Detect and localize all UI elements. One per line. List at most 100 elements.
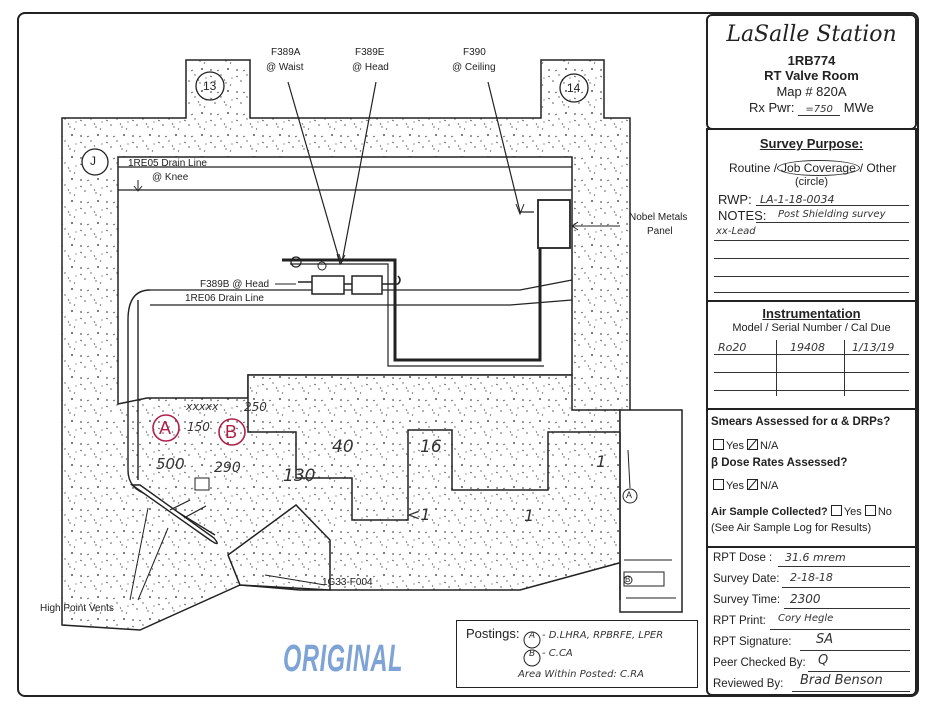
instrumentation-header: Model / Serial Number / Cal Due bbox=[732, 322, 891, 334]
rpt-print-value: Cory Hegle bbox=[778, 613, 834, 624]
node-14-label: 14 bbox=[567, 81, 581, 95]
rpt-dose-label: RPT Dose : bbox=[713, 552, 773, 564]
survey-time-label: Survey Time: bbox=[713, 594, 781, 606]
postings-box bbox=[456, 620, 698, 688]
posting-a-text: - D.LHRA, RPBRFE, LPER bbox=[542, 630, 664, 641]
dose-40: 40 bbox=[332, 437, 354, 457]
valve-1g33-label: 1G33-F004 bbox=[322, 577, 373, 588]
nobel-panel-label-1: Nobel Metals bbox=[629, 212, 688, 223]
survey-date-label: Survey Date: bbox=[713, 573, 780, 585]
smears-na-label: N/A bbox=[760, 440, 779, 452]
map-number: Map # 820A bbox=[776, 84, 847, 99]
f389a-location: @ Waist bbox=[266, 62, 304, 73]
area-posted-text: Area Within Posted: C.RA bbox=[518, 669, 644, 680]
f389e-location: @ Head bbox=[352, 62, 389, 73]
circle-instruction: (circle) bbox=[795, 176, 828, 188]
smears-na-checkbox[interactable] bbox=[747, 439, 759, 450]
high-point-vents-label: High Point Vents bbox=[40, 603, 114, 614]
smears-yes-checkbox[interactable] bbox=[713, 439, 724, 450]
dose-290: 290 bbox=[214, 460, 241, 476]
outer-frame bbox=[17, 12, 919, 697]
nobel-panel-label-2: Panel bbox=[647, 226, 673, 237]
survey-time-value: 2300 bbox=[790, 592, 821, 606]
dose-250: 250 bbox=[244, 400, 267, 414]
survey-date-value: 2-18-18 bbox=[790, 571, 833, 584]
rx-power-label: Rx Pwr: bbox=[749, 100, 795, 115]
station-name: LaSalle Station bbox=[726, 22, 897, 47]
beta-options: Yes N/A bbox=[713, 479, 778, 492]
f389b-label: F389B @ Head bbox=[200, 279, 270, 290]
posting-b-key: B bbox=[529, 649, 536, 659]
dose-150: 150 bbox=[187, 420, 210, 434]
posting-marker-a: A bbox=[626, 490, 633, 500]
beta-na-label: N/A bbox=[760, 480, 779, 492]
reviewed-by-value: Brad Benson bbox=[800, 673, 883, 688]
dose-130: 130 bbox=[283, 466, 316, 486]
posting-a-key: A bbox=[529, 631, 536, 641]
peer-checked-value: Q bbox=[818, 653, 829, 668]
drain-line-2-label: 1RE06 Drain Line bbox=[185, 293, 264, 304]
postings-label: Postings: bbox=[466, 626, 520, 641]
f389e-label: F389E bbox=[355, 47, 385, 58]
instrument-serial: 19408 bbox=[790, 341, 825, 354]
drain-line-1-location: @ Knee bbox=[152, 172, 189, 183]
node-j-label: J bbox=[90, 154, 96, 168]
instrumentation-title: Instrumentation bbox=[762, 306, 861, 321]
purpose-job-coverage[interactable]: Job Coverage bbox=[777, 160, 860, 176]
purpose-options: Routine /Job Coverage/ Other bbox=[729, 160, 897, 176]
room-name: RT Valve Room bbox=[764, 68, 859, 83]
f390-location: @ Ceiling bbox=[452, 62, 496, 73]
smears-yes-label: Yes bbox=[726, 440, 744, 452]
rx-power-unit: MWe bbox=[843, 100, 874, 115]
rpt-print-label: RPT Print: bbox=[713, 615, 766, 627]
notes-value-line2: xx-Lead bbox=[716, 226, 756, 237]
rx-power: Rx Pwr: =750 MWe bbox=[749, 100, 874, 116]
air-no-checkbox[interactable] bbox=[864, 505, 876, 516]
f389a-label: F389A bbox=[271, 47, 301, 58]
purpose-routine[interactable]: Routine / bbox=[729, 161, 778, 175]
instrument-model: Ro20 bbox=[718, 341, 747, 354]
rpt-block bbox=[706, 546, 917, 696]
instrument-lines bbox=[706, 300, 917, 410]
beta-question: β Dose Rates Assessed? bbox=[711, 457, 848, 469]
notes-label: NOTES: bbox=[718, 208, 767, 223]
rpt-signature-value: SA bbox=[816, 632, 834, 647]
node-13-label: 13 bbox=[203, 79, 217, 93]
dose-1-right: 1 bbox=[596, 452, 607, 471]
posting-marker-b: B bbox=[625, 575, 631, 584]
shield-marks: xxxxx bbox=[186, 400, 219, 413]
smears-question: Smears Assessed for α & DRPs? bbox=[711, 416, 891, 428]
air-no-label: No bbox=[877, 506, 892, 518]
air-sample-row: Air Sample Collected? Yes No bbox=[711, 505, 892, 518]
reviewed-by-label: Reviewed By: bbox=[713, 678, 784, 690]
beta-yes-label: Yes bbox=[726, 480, 744, 492]
location-code: 1RB774 bbox=[787, 53, 836, 68]
purpose-other[interactable]: / Other bbox=[859, 161, 897, 175]
dose-16: 16 bbox=[420, 437, 442, 457]
concrete-walls bbox=[61, 59, 631, 631]
smears-options: Yes N/A bbox=[713, 439, 778, 452]
rwp-value: LA-1-18-0034 bbox=[760, 193, 835, 206]
air-yes-label: Yes bbox=[843, 506, 862, 518]
rx-power-value: =750 bbox=[798, 104, 841, 116]
peer-checked-label: Peer Checked By: bbox=[713, 657, 806, 669]
notes-lines bbox=[706, 128, 917, 302]
rpt-dose-value: 31.6 mrem bbox=[785, 551, 846, 564]
rwp-label: RWP: bbox=[718, 192, 752, 207]
air-sample-question: Air Sample Collected? bbox=[711, 506, 828, 518]
interior-block bbox=[247, 374, 621, 521]
lower-wedge bbox=[227, 504, 331, 591]
dose-less-than-1: <1 bbox=[407, 505, 431, 524]
posting-b-text: - C.CA bbox=[542, 648, 573, 659]
dose-500: 500 bbox=[156, 455, 185, 473]
original-stamp: ORIGINAL bbox=[283, 638, 404, 680]
beta-yes-checkbox[interactable] bbox=[713, 479, 724, 490]
drain-line-1-label: 1RE05 Drain Line bbox=[128, 158, 207, 169]
marker-a: A bbox=[159, 418, 172, 438]
marker-b: B bbox=[225, 422, 238, 442]
instrument-cal-due: 1/13/19 bbox=[852, 341, 895, 354]
f390-label: F390 bbox=[463, 47, 486, 58]
beta-na-checkbox[interactable] bbox=[747, 479, 759, 490]
air-yes-checkbox[interactable] bbox=[830, 505, 842, 516]
